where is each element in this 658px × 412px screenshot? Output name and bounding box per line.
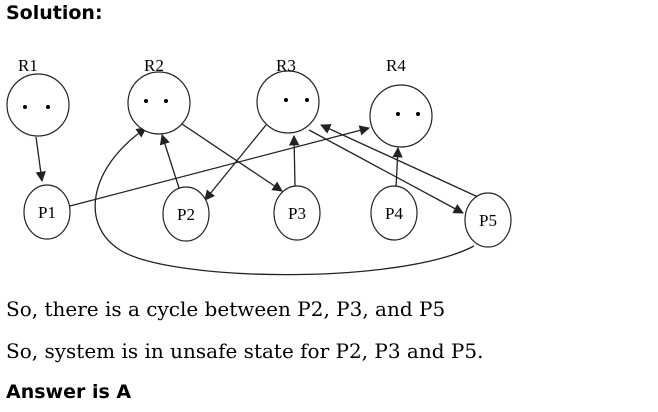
edge-p5-r3 [320,124,479,198]
process-label-p1: P1 [38,203,56,222]
cycle-statement: So, there is a cycle between P2, P3, and… [6,297,446,321]
resource-r3: R3 [256,56,320,134]
edge-r3-p5 [308,129,464,214]
process-label-p3: P3 [288,204,306,223]
process-label-p4: P4 [385,204,403,223]
resource-label-r4: R4 [386,56,406,75]
resource-label-r1: R1 [18,56,38,75]
resource-label-r3: R3 [276,56,296,75]
edge-p3-r3 [288,134,300,187]
process-label-p2: P2 [177,205,195,224]
edge-r3-p2 [204,124,267,201]
process-p3: P3 [273,185,321,241]
edge-p2-r2 [159,134,181,192]
process-p2: P2 [162,186,210,242]
answer-line: Answer is A [6,381,132,403]
unsafe-state-statement: So, system is in unsafe state for P2, P3… [6,339,484,363]
resource-r2: R2 [127,56,191,135]
process-label-p5: P5 [479,211,497,230]
edge-r2-p3 [178,121,283,192]
process-p5: P5 [464,192,512,248]
process-p4: P4 [370,185,418,241]
resource-r1: R1 [6,56,70,137]
edge-p4-r4 [392,146,403,189]
edges [35,121,479,276]
edge-p5-r2 [94,127,475,276]
resource-r4: R4 [369,56,433,148]
edge-p1-r4 [69,125,371,207]
resource-allocation-graph: R1 R2 R3 R4 P1 P2 P3 P4 P5 [6,56,512,276]
process-p1: P1 [23,184,71,240]
resource-label-r2: R2 [144,56,164,75]
solution-heading: Solution: [6,2,103,24]
edge-r1-p1 [35,136,46,183]
